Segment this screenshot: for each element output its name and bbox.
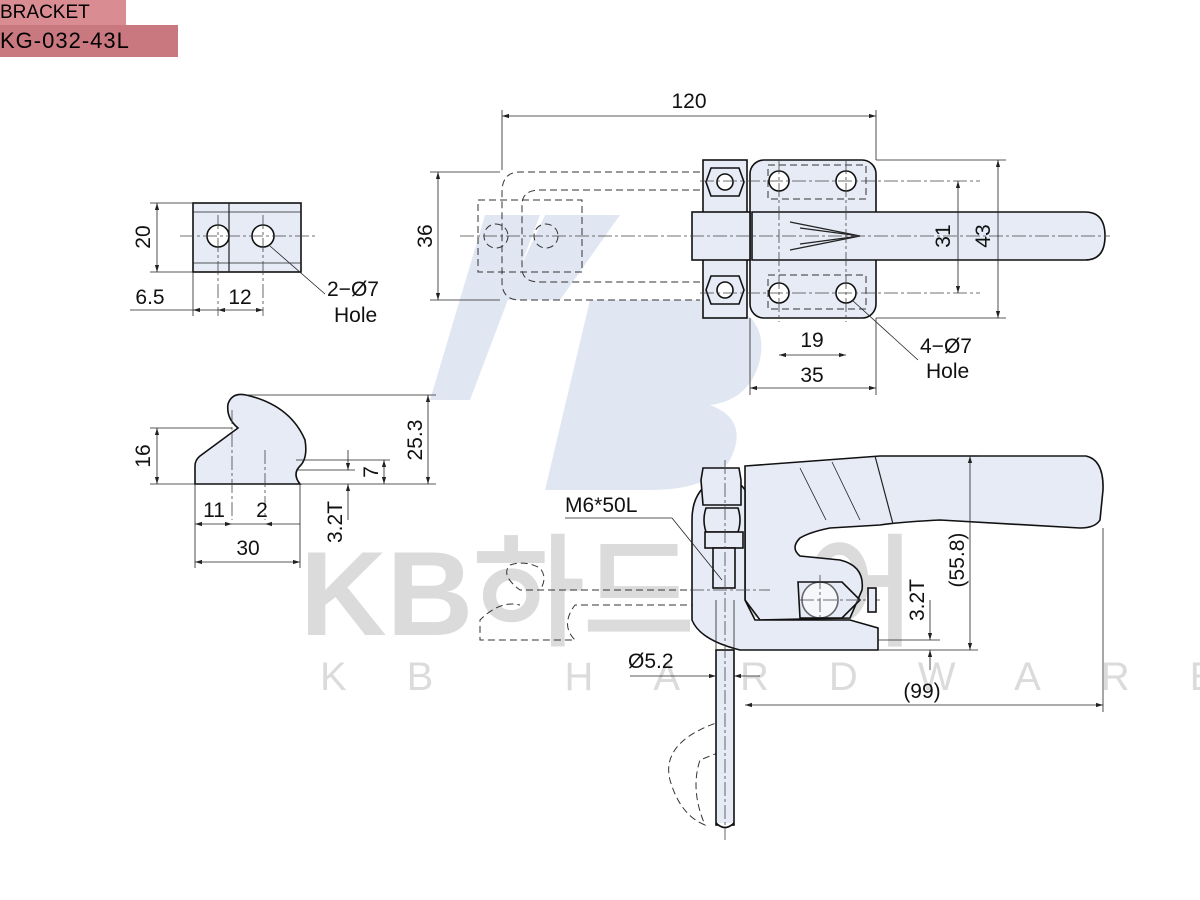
clamp-top-view: 120 36 31 43 19 35 4−Ø7 Hole — [414, 90, 1110, 395]
label-4-holes: 4−Ø7 — [920, 335, 972, 358]
dim-55-8: (55.8) — [946, 533, 969, 588]
dim-36: 36 — [414, 224, 437, 247]
dim-16: 16 — [132, 444, 155, 467]
watermark-b-shape — [545, 300, 762, 490]
label-2-holes-sub: Hole — [334, 304, 377, 327]
watermark-brand-english: KB HARDWARE — [320, 655, 1200, 699]
dim-6-5: 6.5 — [135, 286, 164, 309]
bracket-top-view: 20 6.5 12 2−Ø7 Hole — [130, 202, 379, 327]
dim-2: 2 — [256, 499, 268, 522]
dim-31: 31 — [932, 224, 955, 247]
dim-3-2t-bracket: 3.2T — [324, 501, 347, 543]
clamp-side-view: M6*50L 3.2T (55.8) Ø5.2 (99) — [479, 455, 1104, 840]
label-4-holes-sub: Hole — [926, 360, 969, 383]
dim-120: 120 — [671, 90, 706, 113]
dim-7: 7 — [360, 466, 383, 478]
dim-43: 43 — [972, 224, 995, 247]
label-2-holes: 2−Ø7 — [327, 278, 379, 301]
dim-12: 12 — [228, 286, 251, 309]
model-number-badge: KG-032-43L — [0, 25, 178, 57]
dim-35: 35 — [800, 364, 823, 387]
dim-25-3: 25.3 — [404, 420, 427, 461]
label-bolt: M6*50L — [565, 494, 637, 517]
dim-3-2t-clamp: 3.2T — [906, 579, 929, 621]
dim-99: (99) — [903, 680, 940, 703]
dim-20: 20 — [132, 225, 155, 248]
bracket-side-view: 16 25.3 7 3.2T 11 2 30 — [132, 393, 436, 568]
dim-19: 19 — [800, 329, 823, 352]
dim-30: 30 — [236, 537, 259, 560]
dim-11: 11 — [203, 499, 225, 522]
bracket-badge: BRACKET — [0, 0, 126, 25]
dim-5-2: Ø5.2 — [628, 650, 674, 673]
